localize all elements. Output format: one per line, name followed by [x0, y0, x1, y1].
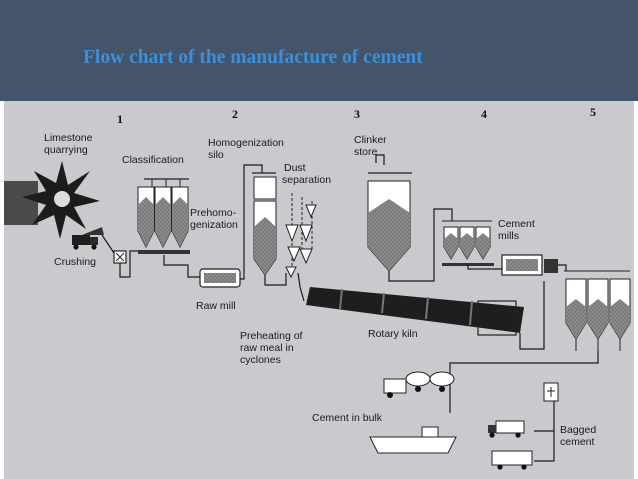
- label-cement-in-bulk: Cement in bulk: [312, 412, 383, 424]
- label-homogenization-line1: Homogenization: [208, 137, 284, 149]
- label-prehomo-line1: Prehomo-: [190, 207, 237, 219]
- slide-title: Flow chart of the manufacture of cement: [83, 47, 423, 68]
- label-dust-line1: Dust: [284, 162, 306, 174]
- label-prehomogenization: Prehomo- genization: [190, 207, 239, 231]
- label-rotary-kiln: Rotary kiln: [368, 328, 418, 340]
- tanker-truck-icon: [383, 371, 455, 398]
- label-cement-mills-line2: mills: [498, 230, 519, 242]
- label-preheating-line1: Preheating of: [240, 330, 303, 342]
- dump-truck-icon: [72, 227, 104, 250]
- cargo-ship-icon: [369, 426, 457, 454]
- rotary-kiln: [306, 287, 524, 336]
- label-cement-mills-line1: Cement: [498, 218, 535, 230]
- stage-number-5: 5: [590, 105, 596, 119]
- quarry-rock: [4, 181, 38, 225]
- bagged-cement-truck-icon: [488, 420, 525, 438]
- stage-number-4: 4: [481, 107, 487, 121]
- label-homogenization-silo: Homogenization silo: [208, 137, 287, 161]
- clinker-store-silo: [367, 172, 412, 272]
- label-preheating: Preheating of raw meal in cyclones: [240, 330, 305, 366]
- cement-flow-diagram: 1 2 3 4 5: [4, 101, 634, 479]
- label-prehomo-line2: genization: [190, 219, 238, 231]
- label-limestone-line2: quarrying: [44, 144, 88, 156]
- stage-number-2: 2: [232, 107, 238, 121]
- cement-storage-silos: [564, 270, 631, 351]
- homogenization-silo: [252, 172, 277, 276]
- label-clinker-store: Clinker store: [354, 134, 390, 158]
- label-preheating-line3: cyclones: [240, 354, 281, 366]
- stage-number-3: 3: [354, 107, 360, 121]
- classification-silos: [137, 178, 190, 254]
- flow-lines: [101, 154, 599, 462]
- label-dust-line2: separation: [282, 174, 331, 186]
- label-dust-separation: Dust separation: [282, 162, 331, 186]
- label-bagged-line1: Bagged: [560, 424, 596, 436]
- label-preheating-line2: raw meal in: [240, 342, 294, 354]
- label-bagged-cement: Bagged cement: [560, 424, 599, 448]
- label-bagged-line2: cement: [560, 436, 595, 448]
- label-clinker-line2: store: [354, 146, 378, 158]
- slide-header: Flow chart of the manufacture of cement: [0, 0, 638, 101]
- label-limestone-quarrying: Limestone quarrying: [44, 132, 95, 156]
- label-raw-mill: Raw mill: [196, 300, 236, 312]
- raw-mill-icon: [199, 268, 241, 288]
- cement-mill-silos: [442, 220, 494, 266]
- crusher-icon: [113, 250, 127, 264]
- cement-mill-machine: [501, 254, 558, 276]
- label-classification: Classification: [122, 154, 184, 166]
- label-homogenization-line2: silo: [208, 149, 224, 161]
- stage-number-1: 1: [117, 112, 123, 126]
- label-limestone-line1: Limestone: [44, 132, 93, 144]
- label-crushing: Crushing: [54, 256, 96, 268]
- rail-wagon-icon: [491, 450, 533, 470]
- bag-packer-icon: [543, 382, 559, 402]
- cyclone-preheater: [285, 193, 317, 279]
- label-clinker-line1: Clinker: [354, 134, 387, 146]
- label-cement-mills: Cement mills: [498, 218, 538, 242]
- explosion-core: [54, 191, 70, 207]
